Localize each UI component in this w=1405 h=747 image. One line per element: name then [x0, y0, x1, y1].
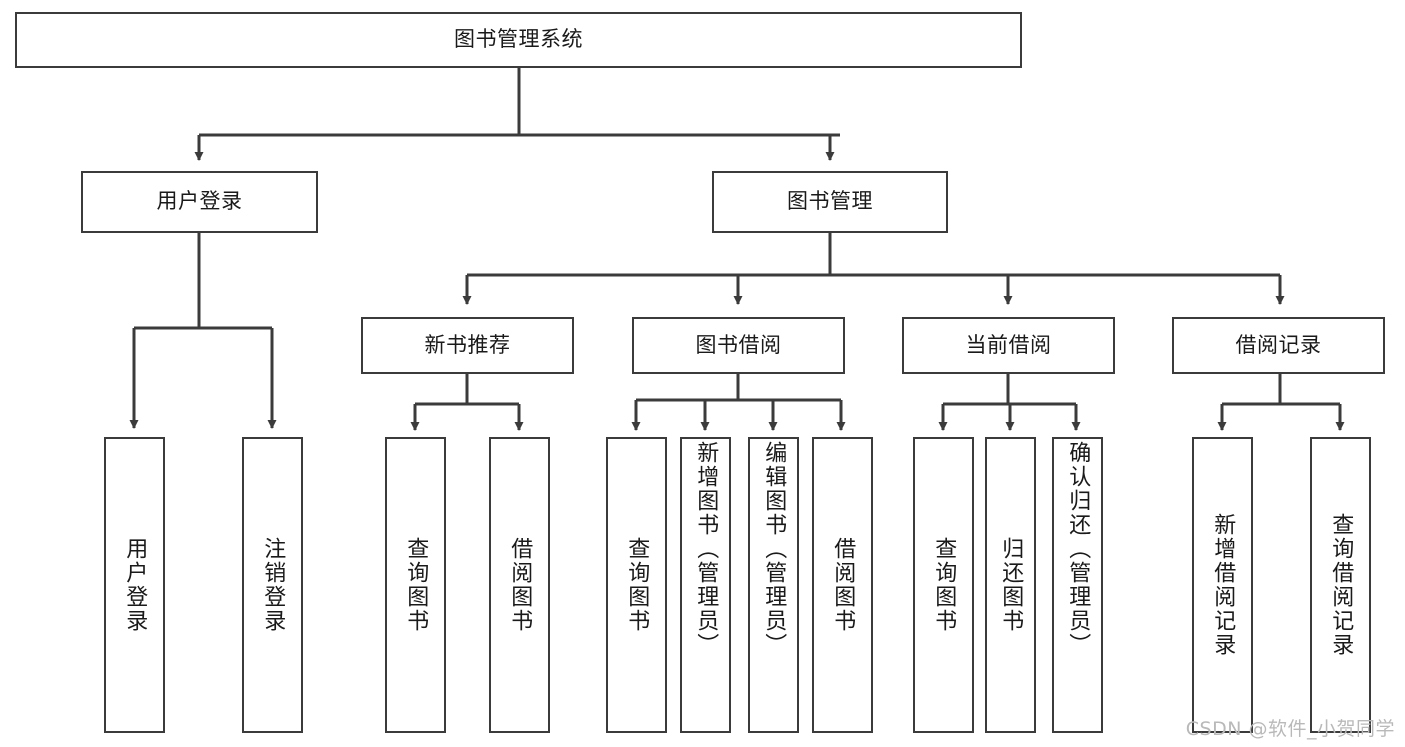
- node-leaf-book-borrow-borrow-label: 借阅图书: [830, 537, 856, 633]
- node-current-borrow[interactable]: 当前借阅: [902, 317, 1115, 374]
- node-leaf-book-borrow-add-label: 新增图书（管理员）: [693, 441, 719, 657]
- node-leaf-user-login-signin[interactable]: 用户登录: [104, 437, 165, 733]
- node-borrow-record[interactable]: 借阅记录: [1172, 317, 1385, 374]
- node-new-book-recommend-label: 新书推荐: [424, 332, 511, 357]
- node-leaf-user-login-signout-label: 注销登录: [260, 537, 286, 633]
- node-leaf-book-borrow-edit-label: 编辑图书（管理员）: [761, 441, 787, 657]
- node-leaf-user-login-signout[interactable]: 注销登录: [242, 437, 303, 733]
- node-leaf-current-borrow-confirm[interactable]: 确认归还（管理员）: [1052, 437, 1103, 733]
- node-user-login[interactable]: 用户登录: [81, 171, 318, 233]
- node-new-book-recommend[interactable]: 新书推荐: [361, 317, 574, 374]
- node-leaf-current-borrow-return-label: 归还图书: [998, 537, 1024, 633]
- node-leaf-new-book-query[interactable]: 查询图书: [385, 437, 446, 733]
- node-current-borrow-label: 当前借阅: [965, 332, 1052, 357]
- node-book-management[interactable]: 图书管理: [712, 171, 948, 233]
- node-leaf-book-borrow-edit[interactable]: 编辑图书（管理员）: [748, 437, 799, 733]
- node-leaf-user-login-signin-label: 用户登录: [122, 537, 148, 633]
- node-borrow-record-label: 借阅记录: [1235, 332, 1322, 357]
- node-leaf-current-borrow-query-label: 查询图书: [931, 537, 957, 633]
- node-root[interactable]: 图书管理系统: [15, 12, 1022, 68]
- node-leaf-book-borrow-borrow[interactable]: 借阅图书: [812, 437, 873, 733]
- node-leaf-current-borrow-return[interactable]: 归还图书: [985, 437, 1036, 733]
- node-leaf-new-book-borrow[interactable]: 借阅图书: [489, 437, 550, 733]
- node-user-login-label: 用户登录: [156, 189, 243, 214]
- node-book-management-label: 图书管理: [787, 189, 873, 214]
- node-leaf-new-book-query-label: 查询图书: [403, 537, 429, 633]
- node-leaf-borrow-record-add[interactable]: 新增借阅记录: [1192, 437, 1253, 733]
- node-book-borrow-label: 图书借阅: [695, 332, 782, 357]
- node-leaf-borrow-record-query[interactable]: 查询借阅记录: [1310, 437, 1371, 733]
- node-leaf-current-borrow-query[interactable]: 查询图书: [913, 437, 974, 733]
- node-leaf-current-borrow-confirm-label: 确认归还（管理员）: [1065, 441, 1091, 657]
- node-leaf-book-borrow-add[interactable]: 新增图书（管理员）: [680, 437, 731, 733]
- node-leaf-book-borrow-query-label: 查询图书: [624, 537, 650, 633]
- node-leaf-new-book-borrow-label: 借阅图书: [507, 537, 533, 633]
- node-leaf-book-borrow-query[interactable]: 查询图书: [606, 437, 667, 733]
- node-book-borrow[interactable]: 图书借阅: [632, 317, 845, 374]
- node-leaf-borrow-record-add-label: 新增借阅记录: [1210, 513, 1236, 657]
- node-root-label: 图书管理系统: [454, 27, 583, 52]
- node-leaf-borrow-record-query-label: 查询借阅记录: [1328, 513, 1354, 657]
